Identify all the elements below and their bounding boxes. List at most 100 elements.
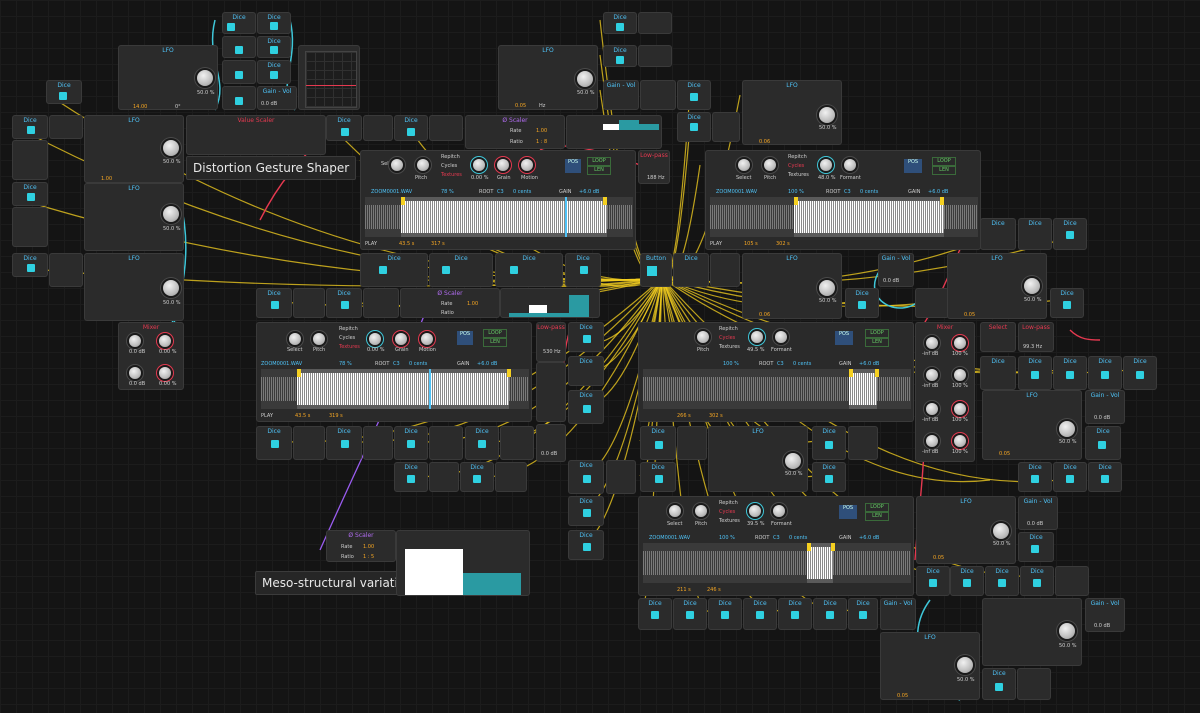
dice-module[interactable] — [606, 460, 636, 494]
sampler-5[interactable]: Select Pitch Repitch Cycles Textures 39.… — [638, 496, 914, 596]
dice-module[interactable] — [363, 115, 393, 141]
lfo-depth-knob[interactable] — [819, 107, 835, 123]
sampler-pitch-knob[interactable] — [313, 333, 325, 345]
mixer-gain-knob[interactable] — [926, 403, 938, 415]
mixer-mix-knob[interactable] — [159, 335, 171, 347]
dice-module[interactable] — [1017, 668, 1051, 700]
lfo-depth-knob[interactable] — [819, 280, 835, 296]
dice-module[interactable]: Dice — [980, 218, 1016, 250]
dice-module[interactable] — [710, 253, 740, 287]
dice-module[interactable]: Dice — [1053, 218, 1087, 250]
dice-module[interactable]: Dice — [640, 426, 676, 460]
mixer-module[interactable]: Mixer -inf dB 100 % -inf dB 100 % -inf d… — [915, 322, 975, 462]
dice-module[interactable]: Dice — [813, 598, 847, 630]
dice-module[interactable] — [500, 426, 534, 460]
sampler-select-knob[interactable] — [289, 333, 301, 345]
dice-module[interactable]: Dice — [568, 530, 604, 560]
lfo-module[interactable]: LFO 50.0 % 0.06 — [742, 80, 842, 145]
dice-module[interactable]: Dice — [394, 115, 428, 141]
sampler-select-knob[interactable] — [738, 159, 750, 171]
lfo-module[interactable]: 50.0 % — [982, 598, 1082, 666]
dice-module[interactable]: Dice — [677, 80, 711, 110]
dice-module[interactable]: Dice — [848, 598, 878, 630]
sampler-pitch-knob[interactable] — [417, 159, 429, 171]
lfo-depth-knob[interactable] — [1059, 623, 1075, 639]
dice-module[interactable]: Dice — [568, 356, 604, 386]
lfo-depth-knob[interactable] — [163, 206, 179, 222]
dice-module[interactable]: Dice — [985, 566, 1019, 596]
dice-module[interactable]: Dice — [640, 462, 676, 492]
lfo-module[interactable]: LFO 50.0 % 14.00 0° — [118, 45, 218, 110]
sampler-select-knob[interactable] — [669, 505, 681, 517]
sampler-motion-knob[interactable] — [421, 333, 433, 345]
dice-module[interactable]: Dice — [256, 426, 292, 460]
dice-module[interactable]: Dice — [708, 598, 742, 630]
waveform-display[interactable] — [643, 543, 911, 583]
dice-module[interactable] — [222, 60, 256, 84]
dice-module[interactable] — [12, 140, 48, 180]
mixer-mix-knob[interactable] — [954, 435, 966, 447]
lfo-depth-knob[interactable] — [197, 70, 213, 86]
dice-module[interactable]: Dice — [257, 36, 291, 58]
mixer-gain-knob[interactable] — [926, 435, 938, 447]
sampler-pitch-amount-knob[interactable] — [751, 331, 763, 343]
dice-module[interactable]: Dice — [256, 288, 292, 318]
lfo-depth-knob[interactable] — [577, 71, 593, 87]
dice-module[interactable]: Dice — [1018, 462, 1052, 492]
sampler-select-knob[interactable] — [391, 159, 403, 171]
sampler-pitch-knob[interactable] — [697, 331, 709, 343]
mixer-gain-knob[interactable] — [129, 335, 141, 347]
sampler-4[interactable]: Pitch Repitch Cycles Textures 49.5 % For… — [638, 322, 914, 422]
dice-module[interactable]: Dice — [603, 45, 637, 67]
dice-module[interactable]: Dice — [46, 80, 82, 104]
mixer-mix-knob[interactable] — [954, 337, 966, 349]
dice-module[interactable] — [293, 426, 325, 460]
dice-module[interactable]: Dice — [778, 598, 812, 630]
dice-module[interactable]: Dice — [326, 115, 362, 141]
dice-module[interactable]: Dice — [1018, 356, 1052, 390]
gain-module[interactable]: 0.0 dB — [536, 424, 566, 462]
dice-module[interactable] — [222, 86, 256, 110]
sampler-formant-knob[interactable] — [775, 331, 787, 343]
dice-module[interactable]: Dice — [1020, 566, 1054, 596]
lfo-module[interactable]: LFO 50.0 % — [708, 426, 808, 492]
waveform-display[interactable] — [365, 197, 633, 237]
dice-module[interactable] — [12, 207, 48, 247]
dice-module[interactable]: Dice — [465, 426, 499, 460]
lfo-depth-knob[interactable] — [785, 453, 801, 469]
dice-module[interactable] — [677, 426, 707, 460]
waveform-display[interactable] — [710, 197, 978, 237]
note-distortion-gesture-shaper[interactable]: Distortion Gesture Shaper — [186, 156, 357, 180]
dice-module[interactable]: Dice — [980, 356, 1016, 390]
value-scaler-module[interactable]: Value Scaler — [186, 115, 326, 155]
lfo-module[interactable]: LFO 50.0 % 0.06 — [742, 253, 842, 319]
mixer-mix-knob[interactable] — [954, 369, 966, 381]
trigger-button[interactable] — [647, 266, 657, 276]
sampler-motion-knob[interactable] — [521, 159, 533, 171]
dice-module[interactable]: Dice — [1088, 356, 1122, 390]
dice-module[interactable]: Dice — [394, 462, 428, 492]
dice-module[interactable]: Dice — [460, 462, 494, 492]
dice-module[interactable] — [222, 36, 256, 58]
dice-module[interactable]: Dice — [916, 566, 950, 596]
dice-module[interactable] — [640, 80, 676, 110]
dice-module[interactable] — [848, 426, 878, 460]
mixer-mix-knob[interactable] — [159, 367, 171, 379]
lfo-module[interactable]: LFO 50.0 % — [84, 253, 184, 321]
sampler-grain-knob[interactable] — [497, 159, 509, 171]
dice-module[interactable]: Dice — [12, 115, 48, 139]
sampler-3[interactable]: Select Pitch Repitch Cycles Textures 0.0… — [256, 322, 532, 422]
dice-module[interactable]: Dice — [326, 426, 362, 460]
dice-module[interactable]: Dice — [12, 182, 48, 206]
gain-vol-module[interactable]: Gain - Vol — [880, 598, 916, 630]
dice-module[interactable] — [712, 112, 740, 142]
dice-module[interactable] — [293, 288, 325, 318]
dice-module[interactable]: Dice — [982, 668, 1016, 700]
dice-module[interactable] — [49, 253, 83, 287]
lfo-depth-knob[interactable] — [163, 140, 179, 156]
dice-module[interactable]: Dice — [603, 12, 637, 34]
